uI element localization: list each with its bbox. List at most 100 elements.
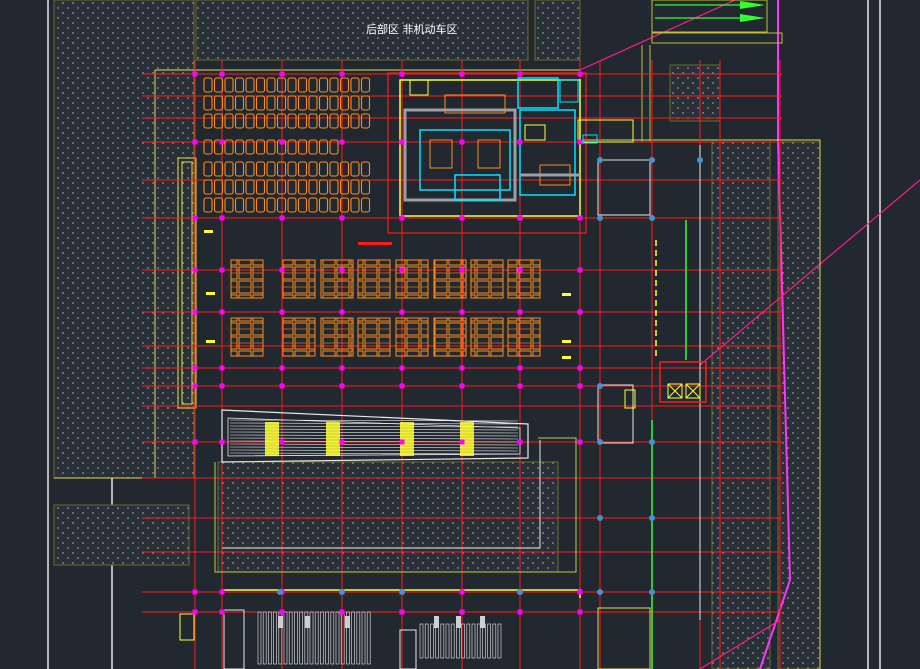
bike-slot <box>314 611 319 665</box>
seat <box>255 113 266 129</box>
column-marker-icon <box>192 139 198 145</box>
column-marker-icon <box>219 365 225 371</box>
seat <box>318 95 329 111</box>
seat <box>297 179 308 195</box>
column-marker-icon <box>597 515 603 521</box>
column-marker-icon <box>192 589 198 595</box>
bike-slot <box>492 623 497 659</box>
bike-slot <box>268 611 272 665</box>
seat <box>318 113 329 129</box>
desk-cluster <box>320 317 354 357</box>
column-marker-icon <box>279 267 285 273</box>
column-marker-icon <box>279 71 285 77</box>
seat <box>287 161 297 177</box>
seat <box>339 95 350 111</box>
column-marker-icon <box>517 365 523 371</box>
seat <box>266 161 276 177</box>
seat <box>213 161 224 177</box>
column-marker-icon <box>279 439 285 445</box>
desk-cluster <box>357 317 391 357</box>
entrance-arrows <box>641 0 783 142</box>
column-marker-icon <box>339 589 345 595</box>
column-marker-icon <box>649 589 655 595</box>
bike-slot <box>335 611 340 665</box>
column-marker-icon <box>279 139 285 145</box>
seat <box>339 197 350 213</box>
seat <box>213 179 224 195</box>
seat <box>339 179 350 195</box>
column-marker-icon <box>459 215 465 221</box>
seat <box>276 197 287 213</box>
column-marker-icon <box>399 267 405 273</box>
seat <box>234 161 245 177</box>
column-marker-icon <box>399 71 405 77</box>
seat <box>224 139 234 155</box>
seat <box>360 197 371 213</box>
seat <box>308 139 318 155</box>
seat <box>245 113 255 129</box>
column-marker-icon <box>517 267 523 273</box>
seat <box>350 161 360 177</box>
column-marker-icon <box>339 383 345 389</box>
seat <box>308 161 318 177</box>
desk-cluster <box>282 317 316 357</box>
seat <box>287 139 297 155</box>
lower-walls <box>179 145 701 669</box>
column-marker-icon <box>517 383 523 389</box>
seat <box>234 113 245 129</box>
seat <box>339 77 350 93</box>
seat <box>350 95 360 111</box>
seat <box>297 197 308 213</box>
bike-rack-post <box>480 616 485 628</box>
seat <box>266 139 276 155</box>
seat <box>213 77 224 93</box>
column-marker-icon <box>399 589 405 595</box>
column-marker-icon <box>279 365 285 371</box>
seat <box>339 161 350 177</box>
column-marker-icon <box>517 139 523 145</box>
bike-rack-post <box>278 616 283 628</box>
seat <box>350 197 360 213</box>
desk-cluster <box>357 259 391 299</box>
column-marker-icon <box>597 215 603 221</box>
seating-block-upper <box>203 77 371 213</box>
seat <box>360 95 371 111</box>
stair-landing <box>460 422 474 456</box>
column-marker-icon <box>459 267 465 273</box>
column-marker-icon <box>219 589 225 595</box>
bike-slot <box>361 611 366 665</box>
column-marker-icon <box>577 215 583 221</box>
column-marker-icon <box>339 71 345 77</box>
column-marker-icon <box>339 439 345 445</box>
seat <box>329 113 339 129</box>
bike-slot <box>450 623 455 659</box>
seat <box>245 77 255 93</box>
seat <box>276 77 287 93</box>
seat <box>350 77 360 93</box>
zone-label: 后部区 非机动车区 <box>366 22 458 36</box>
column-marker-icon <box>399 439 405 445</box>
seat <box>255 197 266 213</box>
seat <box>308 113 318 129</box>
seat <box>318 139 329 155</box>
seat <box>329 95 339 111</box>
seat <box>255 161 266 177</box>
bike-slot <box>330 611 335 665</box>
seat <box>245 179 255 195</box>
bike-slot <box>294 611 298 665</box>
seat <box>234 179 245 195</box>
seat <box>203 113 213 129</box>
bike-rack-post <box>456 616 461 628</box>
column-marker-icon <box>597 439 603 445</box>
column-marker-icon <box>597 589 603 595</box>
column-marker-icon <box>517 589 523 595</box>
desk-cluster <box>470 259 504 299</box>
seat <box>297 95 308 111</box>
column-marker-icon <box>219 139 225 145</box>
seat <box>266 77 276 93</box>
seat <box>213 197 224 213</box>
seat <box>360 161 371 177</box>
bike-slot <box>351 611 355 665</box>
seat <box>203 77 213 93</box>
